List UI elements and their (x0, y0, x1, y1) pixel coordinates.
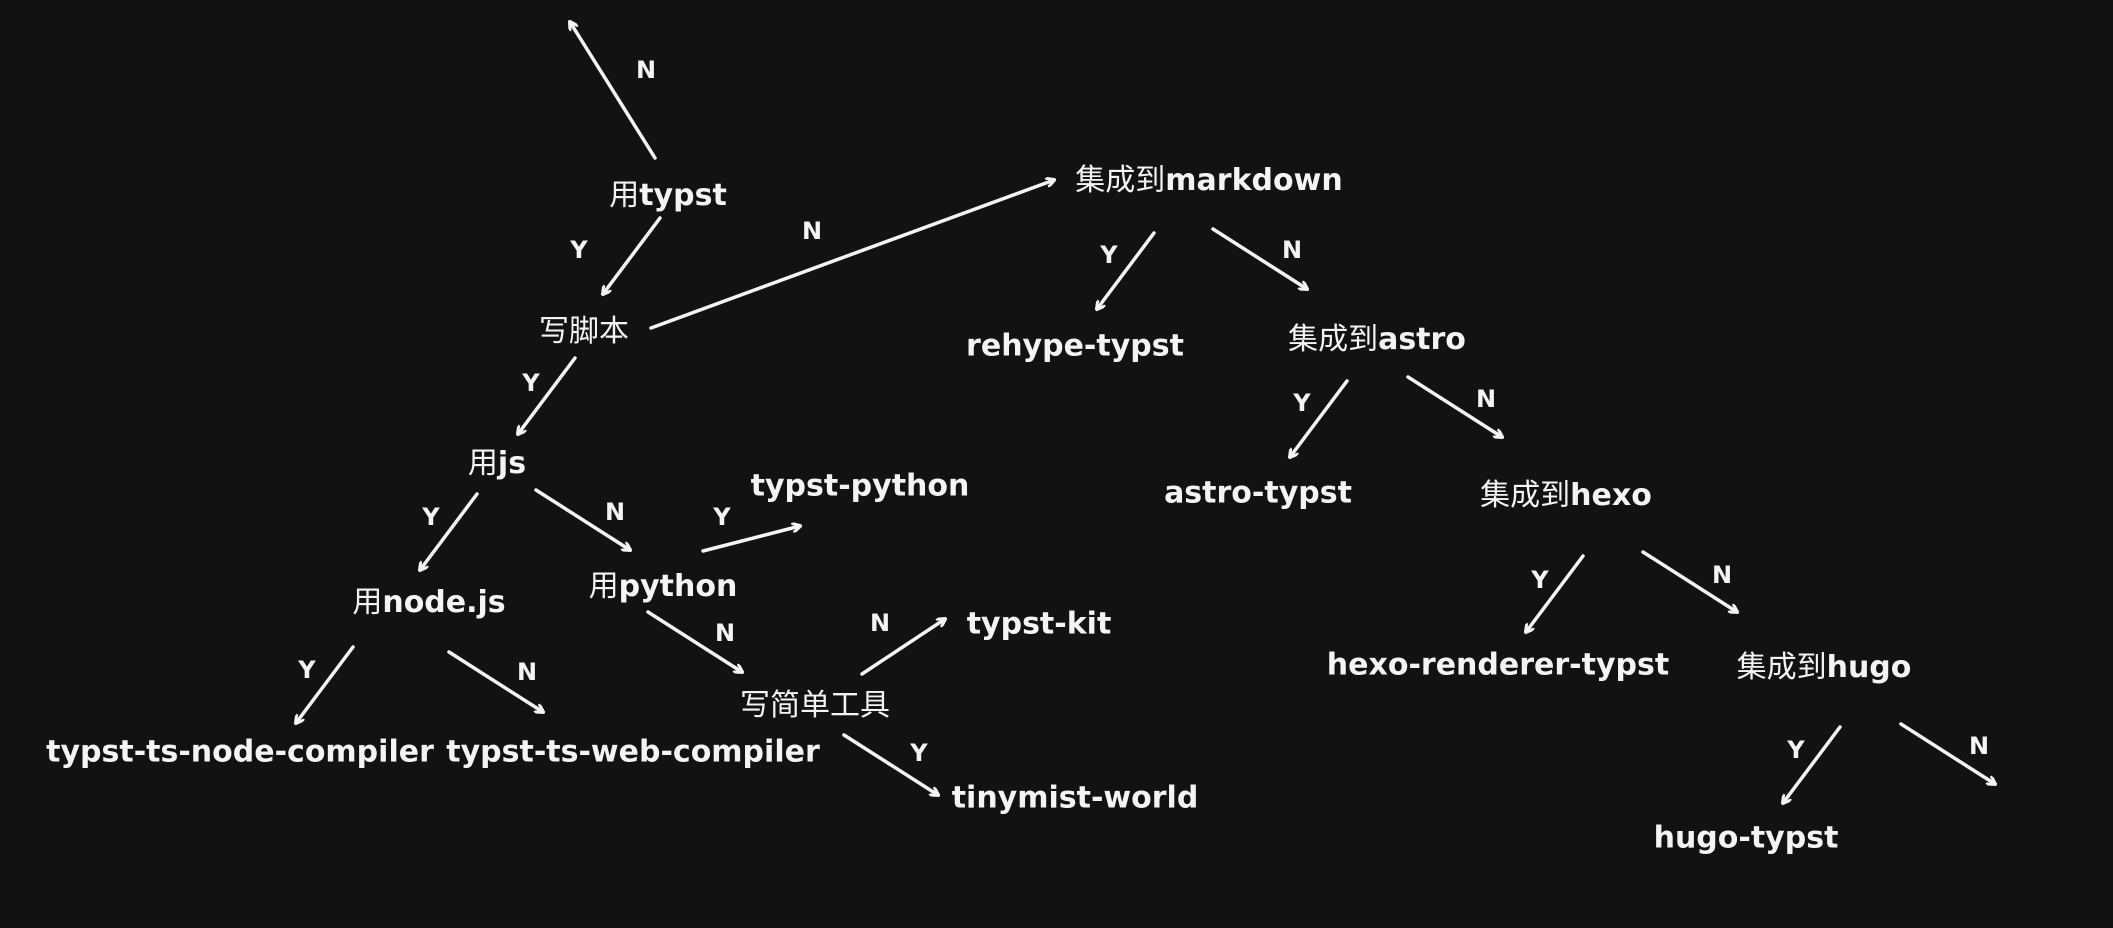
edge-js-n (534, 488, 630, 550)
node-use-nodejs-term: node.js (382, 585, 506, 620)
node-use-typst-prefix: 用 (609, 178, 640, 213)
edge-markdown-n (1211, 227, 1307, 289)
edge-hexo-n (1641, 550, 1737, 612)
edge-nodejs-y (296, 645, 355, 723)
node-astro: 集成到astro (1288, 314, 1466, 358)
node-use-nodejs: 用node.js (352, 577, 505, 621)
edge-python-y (701, 526, 800, 553)
node-hexo-term: hexo (1570, 478, 1652, 513)
label-astro-n: N (1475, 385, 1497, 413)
leaf-typst-kit: typst-kit (966, 606, 1112, 642)
node-hugo: 集成到hugo (1737, 642, 1912, 686)
label-astro-y: Y (1293, 389, 1311, 417)
leaf-typst-ts-node-compiler: typst-ts-node-compiler (46, 734, 434, 770)
node-use-js-prefix: 用 (467, 446, 498, 481)
label-hugo-n: N (1968, 732, 1990, 760)
node-use-python: 用python (589, 561, 738, 605)
label-tool-y: Y (910, 739, 928, 767)
label-nodejs-y: Y (298, 656, 316, 684)
label-markdown-y: Y (1100, 241, 1118, 269)
edge-astro-n (1406, 375, 1502, 437)
label-hexo-n: N (1711, 561, 1733, 589)
label-js-y: Y (422, 503, 440, 531)
edge-python-n (646, 610, 742, 672)
edge-nodejs-n (447, 650, 543, 712)
node-write-script-text: 写脚本 (539, 314, 629, 349)
edge-script-y (518, 356, 577, 434)
node-markdown-term: markdown (1165, 163, 1343, 198)
edge-tool-n (860, 619, 945, 676)
label-markdown-n: N (1281, 236, 1303, 264)
edge-astro-y (1290, 379, 1349, 457)
label-script-y: Y (522, 369, 540, 397)
node-astro-prefix: 集成到 (1288, 322, 1379, 357)
node-hexo-prefix: 集成到 (1480, 478, 1571, 513)
node-simple-tool: 写简单工具 (740, 680, 890, 724)
leaf-hexo-renderer-typst: hexo-renderer-typst (1326, 647, 1670, 683)
edge-hexo-y (1526, 554, 1585, 632)
node-use-typst-term: typst (639, 178, 727, 213)
node-simple-tool-text: 写简单工具 (740, 688, 890, 723)
leaf-rehype-typst: rehype-typst (966, 328, 1184, 364)
node-use-python-prefix: 用 (588, 569, 619, 604)
edge-hugo-y (1783, 725, 1842, 803)
leaf-typst-ts-web-compiler: typst-ts-web-compiler (446, 734, 820, 770)
label-python-n: N (714, 619, 736, 647)
leaf-tinymist-world: tinymist-world (951, 780, 1199, 816)
label-hugo-y: Y (1787, 736, 1805, 764)
edge-typst-y (603, 216, 662, 294)
leaf-astro-typst: astro-typst (1164, 475, 1352, 511)
node-markdown: 集成到markdown (1075, 155, 1342, 199)
label-python-y: Y (713, 503, 731, 531)
label-tool-n: N (869, 609, 891, 637)
node-use-js: 用js (468, 438, 526, 482)
label-typst-y: Y (570, 236, 588, 264)
edge-typst-n (570, 22, 657, 160)
label-js-n: N (604, 498, 626, 526)
label-typst-n: N (635, 56, 657, 84)
node-hugo-term: hugo (1826, 650, 1912, 685)
edge-hugo-n (1899, 722, 1995, 784)
label-nodejs-n: N (516, 658, 538, 686)
node-markdown-prefix: 集成到 (1075, 163, 1166, 198)
label-script-n: N (801, 217, 823, 245)
node-astro-term: astro (1378, 322, 1466, 357)
label-hexo-y: Y (1531, 566, 1549, 594)
node-hugo-prefix: 集成到 (1736, 650, 1827, 685)
leaf-hugo-typst: hugo-typst (1653, 820, 1839, 856)
edge-tool-y (842, 733, 938, 795)
edge-markdown-y (1097, 231, 1156, 309)
node-use-js-term: js (497, 446, 527, 481)
edge-js-y (420, 492, 479, 570)
node-hexo: 集成到hexo (1480, 470, 1652, 514)
node-write-script: 写脚本 (539, 306, 629, 350)
node-use-python-term: python (618, 569, 738, 604)
node-use-nodejs-prefix: 用 (352, 585, 383, 620)
node-use-typst: 用typst (609, 170, 727, 214)
edge-script-n (649, 180, 1054, 330)
leaf-typst-python: typst-python (750, 468, 970, 504)
